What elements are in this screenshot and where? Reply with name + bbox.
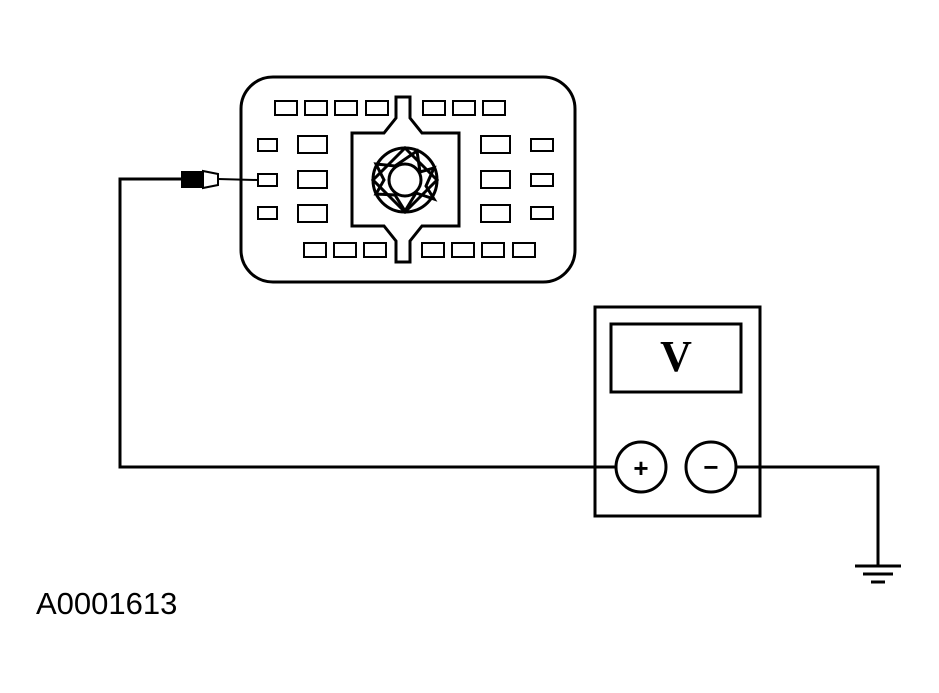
voltmeter: V + − [593, 305, 762, 518]
positive-terminal-label: + [633, 453, 648, 483]
meter-display-symbol: V [660, 332, 692, 381]
center-terminal-icon [370, 145, 440, 215]
negative-terminal-label: − [703, 452, 718, 482]
right-pin-block [480, 135, 554, 223]
top-pin-row [274, 100, 506, 116]
left-pin-block [257, 135, 328, 223]
electrical-connector-icon [239, 75, 577, 284]
bottom-pin-row [303, 242, 536, 258]
ground-symbol-icon [855, 564, 901, 584]
ground-lead-wire [736, 465, 880, 566]
positive-lead-wire [118, 177, 615, 469]
figure-id: A0001613 [36, 586, 178, 621]
test-probe-icon [181, 169, 258, 190]
negative-terminal: − [684, 440, 738, 494]
positive-terminal: + [614, 440, 668, 494]
